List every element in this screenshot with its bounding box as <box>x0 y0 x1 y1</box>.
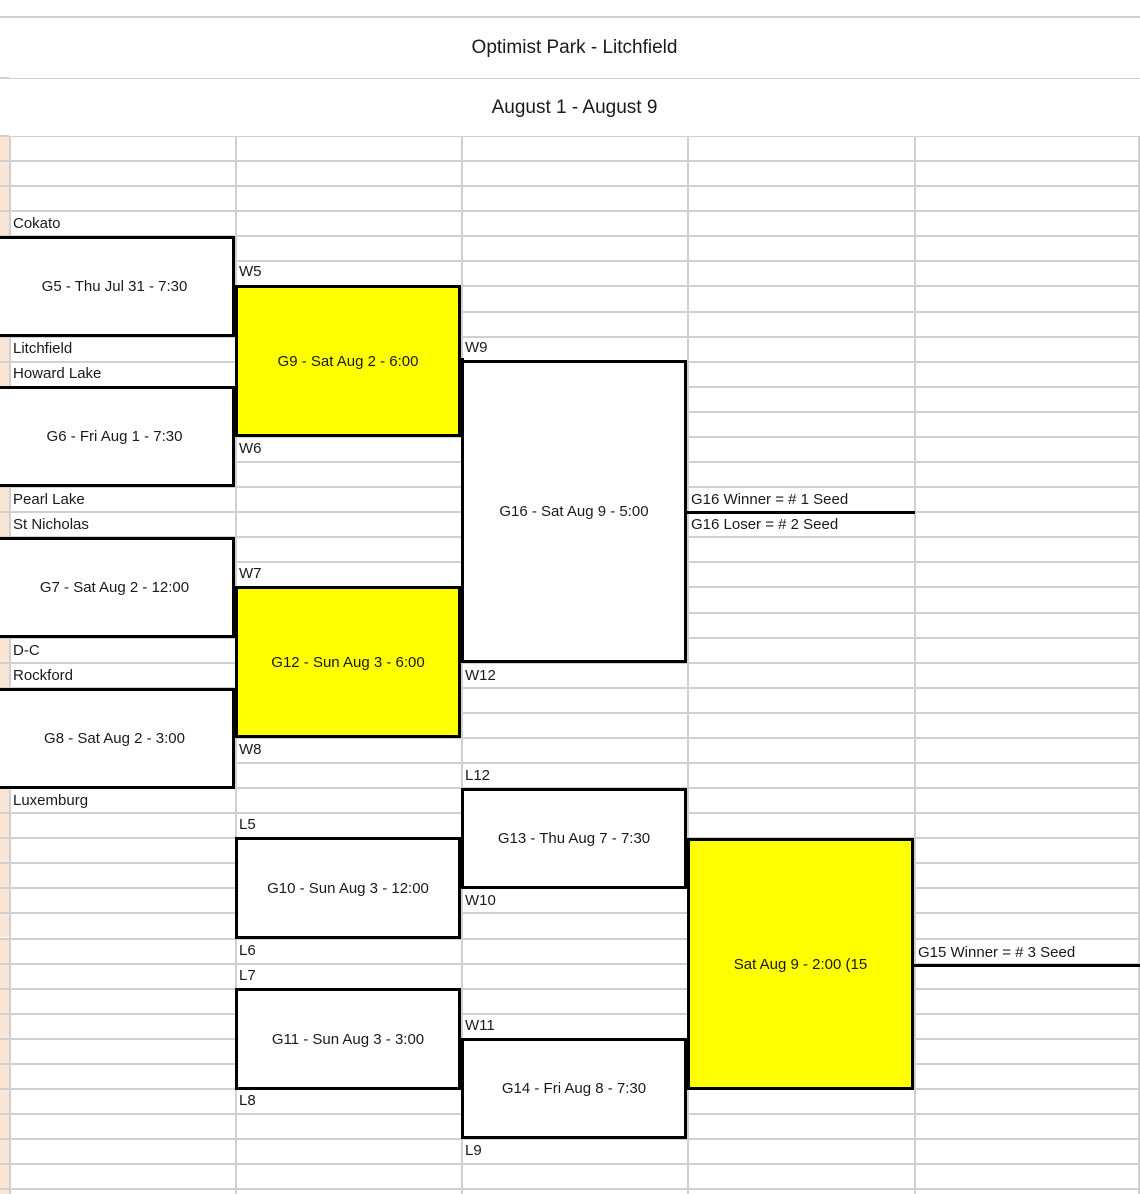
game-box-g13[interactable]: G13 - Thu Aug 7 - 7:30 <box>461 788 687 889</box>
grid-hline <box>0 712 1140 714</box>
result-label-seed-2: G16 Loser = # 2 Seed <box>691 516 839 533</box>
grid-hline <box>0 737 1140 739</box>
team-label-luxemburg: Luxemburg <box>13 792 89 809</box>
gutter-cell <box>0 1065 9 1088</box>
feed-label-w12: W12 <box>465 667 496 684</box>
team-label-howard-lake: Howard Lake <box>13 365 102 382</box>
grid-hline <box>0 762 1140 764</box>
game-box-g15[interactable]: Sat Aug 9 - 2:00 (15 <box>687 838 914 1090</box>
team-label-cokato: Cokato <box>13 215 61 232</box>
feed-label-l5: L5 <box>239 816 256 833</box>
grid-hline <box>0 963 1140 965</box>
gutter-cell <box>0 363 9 386</box>
game-box-g7[interactable]: G7 - Sat Aug 2 - 12:00 <box>0 537 235 638</box>
gutter-cell <box>0 914 9 937</box>
game-box-g11[interactable]: G11 - Sun Aug 3 - 3:00 <box>235 988 461 1090</box>
gutter-cell <box>0 1015 9 1038</box>
gutter-cell <box>0 338 9 361</box>
grid-hline <box>0 235 1140 237</box>
gutter-cell <box>0 639 9 662</box>
feed-label-w6: W6 <box>239 440 262 457</box>
result-label-seed-3: G15 Winner = # 3 Seed <box>918 944 1076 961</box>
feed-label-l8: L8 <box>239 1092 256 1109</box>
grid-hline <box>0 662 1140 664</box>
game-box-g10[interactable]: G10 - Sun Aug 3 - 12:00 <box>235 837 461 939</box>
feed-label-l6: L6 <box>239 942 256 959</box>
grid-hline <box>0 260 1140 262</box>
gutter-cell <box>0 1090 9 1113</box>
header-date-range: August 1 - August 9 <box>9 79 1140 136</box>
grid-hline <box>0 336 1140 338</box>
grid-hline <box>0 912 1140 914</box>
game-box-g14[interactable]: G14 - Fri Aug 8 - 7:30 <box>461 1038 687 1139</box>
game-box-g6[interactable]: G6 - Fri Aug 1 - 7:30 <box>0 386 235 487</box>
gutter-cell <box>0 187 9 210</box>
gutter-cell <box>0 889 9 912</box>
gutter-cell <box>0 789 9 812</box>
grid-hline <box>0 1163 1140 1165</box>
game-box-g16[interactable]: G16 - Sat Aug 9 - 5:00 <box>461 360 687 663</box>
gutter-cell <box>0 990 9 1013</box>
grid-hline <box>0 938 1140 940</box>
grid-hline <box>0 311 1140 313</box>
gutter-cell <box>0 814 9 837</box>
grid-vline <box>687 16 689 1194</box>
grid-hline <box>0 1013 1140 1015</box>
grid-hline <box>0 135 1140 137</box>
gutter-cell <box>0 212 9 235</box>
gutter-cell <box>0 839 9 862</box>
grid-hline <box>0 988 1140 990</box>
feed-label-w5: W5 <box>239 263 262 280</box>
gutter-cell <box>0 664 9 687</box>
game-box-g5[interactable]: G5 - Thu Jul 31 - 7:30 <box>0 236 235 337</box>
gutter-cell <box>0 162 9 185</box>
grid-hline <box>0 160 1140 162</box>
gutter-cell <box>0 1140 9 1163</box>
gutter-cell <box>0 864 9 887</box>
gutter-cell <box>0 1115 9 1138</box>
gutter-cell <box>0 965 9 988</box>
team-label-rockford: Rockford <box>13 667 74 684</box>
feed-label-w11: W11 <box>465 1017 495 1034</box>
gutter-cell <box>0 488 9 511</box>
result-label-seed-1: G16 Winner = # 1 Seed <box>691 491 849 508</box>
grid-vline <box>914 16 916 1194</box>
game-box-g9[interactable]: G9 - Sat Aug 2 - 6:00 <box>235 285 461 437</box>
gutter-cell <box>0 940 9 963</box>
grid-hline <box>0 1138 1140 1140</box>
feed-label-w9: W9 <box>465 339 488 356</box>
connector-g9-g16 <box>461 358 464 361</box>
grid-hline <box>0 210 1140 212</box>
game-box-g12[interactable]: G12 - Sun Aug 3 - 6:00 <box>235 586 461 738</box>
grid-hline <box>0 77 1140 79</box>
header-venue-title: Optimist Park - Litchfield <box>9 18 1140 78</box>
feed-label-l12: L12 <box>465 767 491 784</box>
team-label-litchfield: Litchfield <box>13 340 73 357</box>
grid-hline <box>0 285 1140 287</box>
feed-label-l9: L9 <box>465 1142 482 1159</box>
gutter-cell <box>0 1190 9 1194</box>
gutter-cell <box>0 513 9 536</box>
feed-label-l7: L7 <box>239 967 256 984</box>
feed-label-w7: W7 <box>239 565 262 582</box>
grid-vline-right <box>1138 16 1140 1194</box>
game-box-g8[interactable]: G8 - Sat Aug 2 - 3:00 <box>0 688 235 789</box>
grid-hline <box>0 185 1140 187</box>
team-label-pearl-lake: Pearl Lake <box>13 491 85 508</box>
grid-hline <box>0 687 1140 689</box>
gutter-cell <box>0 1165 9 1188</box>
team-label-d-c: D-C <box>13 642 40 659</box>
team-label-st-nicholas: St Nicholas <box>13 516 89 533</box>
seed-3-underline <box>914 964 1140 967</box>
seed-1-underline <box>687 511 915 514</box>
grid-hline <box>0 16 1140 18</box>
gutter-cell <box>0 1040 9 1063</box>
grid-hline <box>0 1188 1140 1190</box>
feed-label-w10: W10 <box>465 892 496 909</box>
gutter-cell <box>0 137 9 160</box>
feed-label-w8: W8 <box>239 741 262 758</box>
